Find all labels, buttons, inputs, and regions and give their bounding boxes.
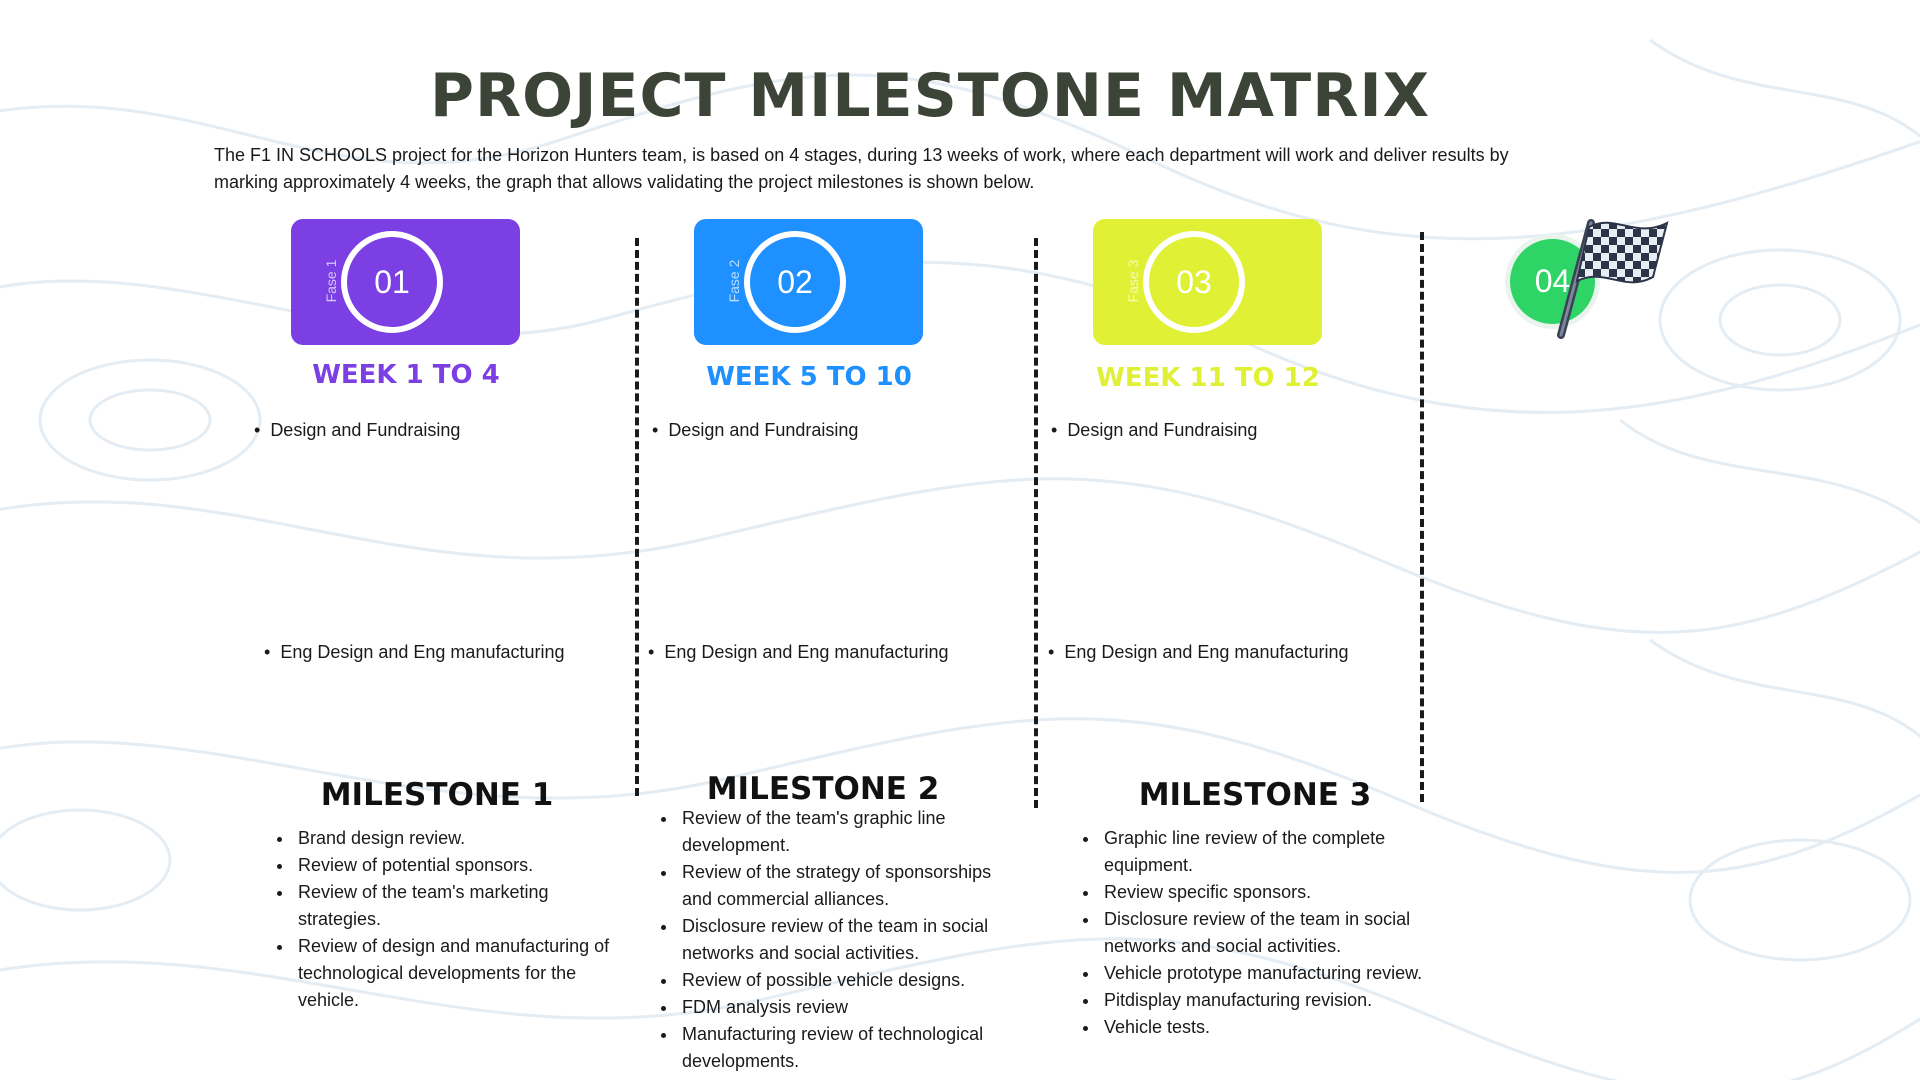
phase-weeks-2: WEEK 5 TO 10: [706, 362, 912, 392]
phase-number: 03: [1176, 263, 1212, 300]
phase-item-engineering: Eng Design and Eng manufacturing: [264, 641, 564, 663]
milestone-item: Pitdisplay manufacturing revision.: [1100, 987, 1458, 1014]
phase-item-engineering: Eng Design and Eng manufacturing: [648, 641, 948, 663]
phase-item-design: Design and Fundraising: [652, 419, 858, 441]
intro-paragraph: The F1 IN SCHOOLS project for the Horizo…: [214, 145, 1509, 192]
milestone-item: Review specific sponsors.: [1100, 879, 1458, 906]
phase-card-1: Fase 1 01: [291, 219, 520, 345]
phase-divider-3: [1420, 232, 1424, 802]
milestone-item: Review of the strategy of sponsorships a…: [678, 859, 1016, 913]
milestone-title-2: MILESTONE 2: [706, 771, 940, 807]
milestone-list-2: Review of the team's graphic line develo…: [656, 805, 1016, 1075]
phase-number-ring: 03: [1143, 231, 1245, 333]
phase-item-design: Design and Fundraising: [254, 419, 460, 441]
phase-card-2: Fase 2 02: [694, 219, 923, 345]
milestone-item: FDM analysis review: [678, 994, 1016, 1021]
milestone-title-3: MILESTONE 3: [1138, 777, 1372, 813]
final-stage-number: 04: [1534, 263, 1571, 299]
milestone-item: Vehicle tests.: [1100, 1014, 1458, 1041]
milestone-item: Review of possible vehicle designs.: [678, 967, 1016, 994]
milestone-item: Disclosure review of the team in social …: [1100, 906, 1458, 960]
milestone-item: Graphic line review of the complete equi…: [1100, 825, 1458, 879]
milestone-title-1: MILESTONE 1: [320, 777, 554, 813]
milestone-list-1: Brand design review. Review of potential…: [272, 825, 632, 1014]
phase-number-ring: 01: [341, 231, 443, 333]
milestone-item: Review of potential sponsors.: [294, 852, 632, 879]
phase-weeks-1: WEEK 1 TO 4: [312, 360, 500, 390]
milestone-item: Manufacturing review of technological de…: [678, 1021, 1016, 1075]
milestone-list-3: Graphic line review of the complete equi…: [1078, 825, 1458, 1041]
phase-divider-2: [1034, 238, 1038, 808]
phase-item-design: Design and Fundraising: [1051, 419, 1257, 441]
page-title: PROJECT MILESTONE MATRIX: [429, 61, 1431, 131]
milestone-item: Review of design and manufacturing of te…: [294, 933, 632, 1014]
milestone-item: Review of the team's graphic line develo…: [678, 805, 1016, 859]
phase-item-engineering: Eng Design and Eng manufacturing: [1048, 641, 1348, 663]
phase-number-ring: 02: [744, 231, 846, 333]
phase-number: 01: [374, 263, 410, 300]
phase-divider-1: [635, 238, 639, 796]
checkered-flag-icon: [1557, 219, 1669, 339]
milestone-item: Disclosure review of the team in social …: [678, 913, 1016, 967]
phase-card-3: Fase 3 03: [1093, 219, 1322, 345]
milestone-item: Brand design review.: [294, 825, 632, 852]
phase-weeks-3: WEEK 11 TO 12: [1096, 363, 1320, 393]
milestone-item: Review of the team's marketing strategie…: [294, 879, 632, 933]
phase-number: 02: [777, 263, 813, 300]
milestone-item: Vehicle prototype manufacturing review.: [1100, 960, 1458, 987]
